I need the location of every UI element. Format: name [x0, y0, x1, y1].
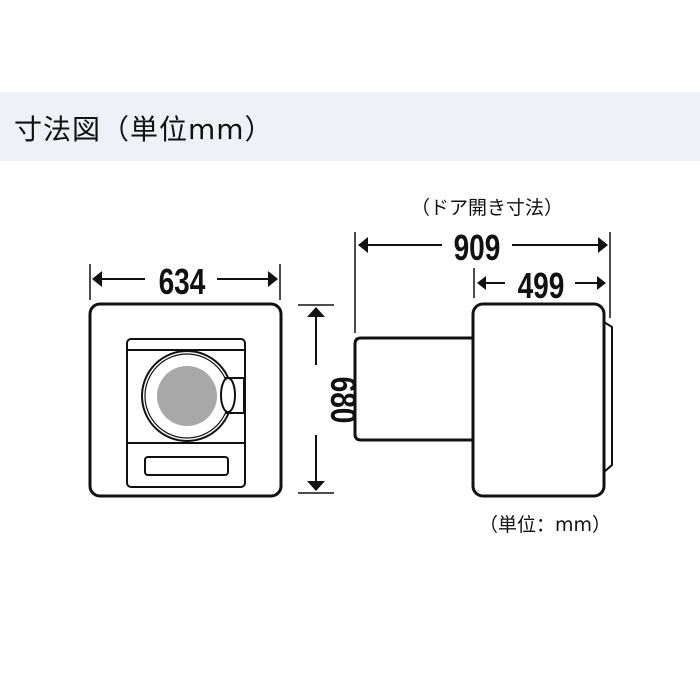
front-view: 634: [88, 262, 283, 498]
dryer-body-front: [88, 302, 283, 498]
depth-label: 499: [518, 266, 565, 306]
open-door-side: [353, 336, 474, 442]
rear-protrusion: [603, 321, 613, 473]
depth-dimension: [473, 268, 606, 298]
width-dimension: [89, 264, 281, 300]
page-title: 寸法図（単位mm）: [14, 113, 274, 146]
dryer-body-side: [471, 302, 606, 498]
header-band: [0, 92, 700, 161]
unit-note: （単位：mm）: [479, 514, 611, 536]
door-open-dimension: [354, 232, 611, 333]
door-open-depth-label: 909: [454, 228, 501, 268]
door-open-caption: （ドア開き寸法）: [411, 197, 563, 219]
filter-drawer: [144, 456, 229, 476]
side-view: （ドア開き寸法） 909 499 （単位：mm）: [353, 197, 613, 536]
drum-window: [157, 366, 217, 426]
height-label: 680: [323, 377, 363, 424]
height-dimension: [298, 304, 334, 494]
width-label: 634: [159, 262, 206, 302]
